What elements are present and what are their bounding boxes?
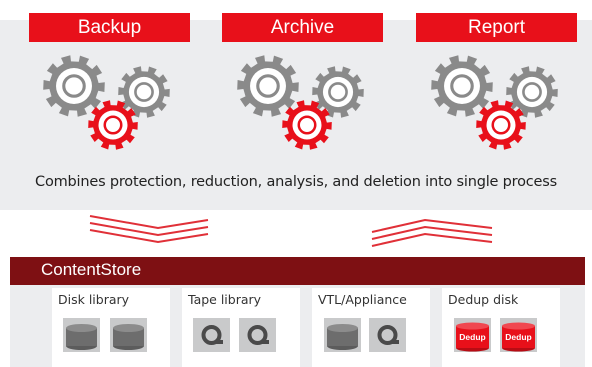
archive-button[interactable]: Archive [222,13,383,42]
disk-library-label: Disk library [58,292,130,307]
backup-gears-icon [42,52,170,152]
tape-icon [369,318,406,352]
contentstore-bar: ContentStore [10,257,585,285]
dedup-text: Dedup [459,332,485,342]
report-gears-icon [430,52,558,152]
disk-icon [63,318,100,352]
vtl-appliance-card[interactable]: VTL/Appliance [312,288,430,367]
right-flow-arrow-icon [371,218,493,247]
report-button[interactable]: Report [416,13,577,42]
disk-library-card[interactable]: Disk library [52,288,170,367]
dedup-disk-label: Dedup disk [448,292,519,307]
tape-icon [193,318,230,352]
disk-icon [110,318,147,352]
dedup-text: Dedup [505,332,531,342]
vtl-appliance-label: VTL/Appliance [318,292,407,307]
process-caption: Combines protection, reduction, analysis… [35,174,557,190]
contentstore-label: ContentStore [41,260,142,279]
disk-icon [324,318,361,352]
dedup-icon: Dedup [500,318,537,352]
left-flow-arrow-icon [89,215,209,244]
tape-library-label: Tape library [188,292,262,307]
dedup-disk-card[interactable]: Dedup disk Dedup Dedup [442,288,560,367]
dedup-icon: Dedup [454,318,491,352]
backup-button[interactable]: Backup [29,13,190,42]
tape-icon [239,318,276,352]
tape-library-card[interactable]: Tape library [182,288,300,367]
archive-gears-icon [236,52,364,152]
